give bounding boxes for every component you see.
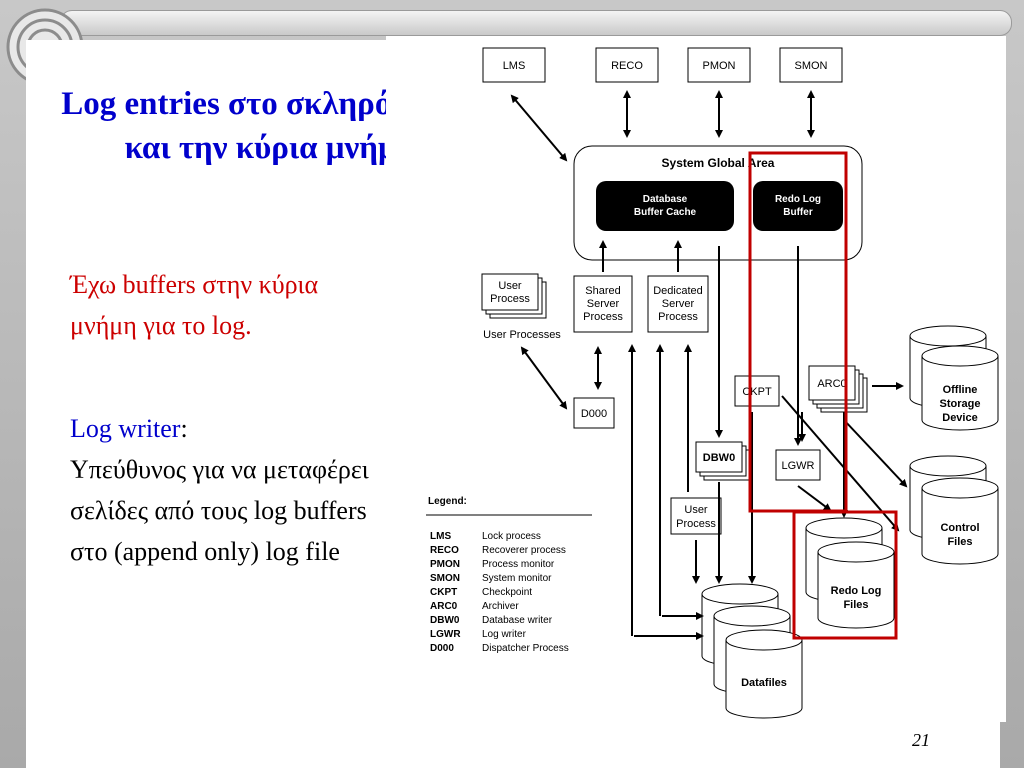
legend-desc: Process monitor: [482, 559, 555, 570]
dbw0-stack: DBW0: [695, 441, 751, 481]
svg-text:ARC0: ARC0: [817, 378, 846, 390]
legend-title: Legend:: [428, 496, 467, 507]
page-number: 21: [912, 730, 930, 750]
svg-text:Server: Server: [587, 298, 620, 310]
svg-text:Process: Process: [583, 311, 623, 323]
svg-text:Buffer Cache: Buffer Cache: [634, 207, 697, 218]
legend-abbr: CKPT: [430, 587, 457, 598]
datafiles-cylinder: Datafiles: [701, 583, 803, 719]
legend-abbr: SMON: [430, 573, 460, 584]
svg-text:Process: Process: [676, 518, 716, 530]
arc0-stack: ARC0: [808, 365, 868, 413]
svg-text:RECO: RECO: [611, 60, 643, 72]
oracle-architecture-diagram: LMS RECO PMON SMON System Global Area Da…: [386, 36, 1006, 722]
control-files-cylinder: Control Files: [909, 455, 999, 565]
svg-text:LGWR: LGWR: [782, 460, 815, 472]
legend-abbr: ARC0: [430, 601, 458, 612]
ckpt-box: CKPT: [734, 375, 780, 407]
svg-text:Offline: Offline: [943, 384, 978, 396]
log-writer-term: Log writer: [70, 414, 181, 443]
d000-box: D000: [573, 397, 615, 429]
svg-text:User: User: [684, 504, 708, 516]
legend-abbr: PMON: [430, 559, 460, 570]
legend-desc: Dispatcher Process: [482, 643, 569, 654]
flow-arrows: [520, 240, 908, 636]
redo-log-buffer: Redo Log Buffer: [753, 181, 843, 231]
log-writer-colon: :: [180, 414, 188, 443]
lgwr-box: LGWR: [775, 449, 821, 481]
lms-box: LMS: [482, 47, 546, 83]
reco-box: RECO: [595, 47, 659, 83]
svg-text:SMON: SMON: [795, 60, 828, 72]
svg-text:Redo Log: Redo Log: [831, 585, 882, 597]
dedicated-server-box: Dedicated Server Process: [647, 275, 709, 333]
svg-text:Database: Database: [643, 194, 688, 205]
svg-text:Buffer: Buffer: [783, 207, 813, 218]
top-arrows: [510, 90, 815, 162]
svg-text:Process: Process: [658, 311, 698, 323]
svg-text:Files: Files: [843, 599, 868, 611]
svg-text:CKPT: CKPT: [742, 386, 772, 398]
smon-box: SMON: [779, 47, 843, 83]
svg-text:Server: Server: [662, 298, 695, 310]
log-writer-paragraph: Log writer: Υπεύθυνος για να μεταφέρει σε…: [70, 408, 370, 572]
svg-text:Device: Device: [942, 412, 977, 424]
svg-text:PMON: PMON: [703, 60, 736, 72]
legend-desc: Log writer: [482, 629, 527, 640]
legend-desc: Database writer: [482, 615, 553, 626]
buffers-paragraph: Έχω buffers στην κύρια μνήμη για το log.: [70, 270, 319, 340]
svg-text:User: User: [498, 280, 522, 292]
legend-abbr: D000: [430, 643, 454, 654]
svg-text:Redo Log: Redo Log: [775, 194, 821, 205]
offline-storage-cylinder: Offline Storage Device: [909, 325, 999, 431]
sga-label: System Global Area: [662, 156, 775, 170]
legend-abbr: DBW0: [430, 615, 460, 626]
svg-text:Datafiles: Datafiles: [741, 677, 787, 689]
redo-log-files-cylinder: Redo Log Files: [805, 517, 895, 629]
user-processes-label: User Processes: [483, 329, 561, 341]
legend-desc: Checkpoint: [482, 587, 532, 598]
decorative-top-bar: [60, 10, 1012, 36]
svg-text:D000: D000: [581, 408, 607, 420]
pmon-box: PMON: [687, 47, 751, 83]
svg-text:LMS: LMS: [503, 60, 526, 72]
legend-desc: System monitor: [482, 573, 552, 584]
legend-desc: Recoverer process: [482, 545, 566, 556]
user-process-lower-box: User Process: [670, 497, 722, 535]
database-buffer-cache: Database Buffer Cache: [596, 181, 734, 231]
svg-text:Storage: Storage: [940, 398, 981, 410]
svg-text:DBW0: DBW0: [703, 452, 735, 464]
legend-desc: Archiver: [482, 601, 519, 612]
shared-server-box: Shared Server Process: [573, 275, 633, 333]
svg-text:Process: Process: [490, 293, 530, 305]
svg-text:Files: Files: [947, 536, 972, 548]
redo-files-highlight: [792, 510, 898, 640]
svg-text:Control: Control: [940, 522, 979, 534]
log-writer-description: Υπεύθυνος για να μεταφέρει σελίδες από τ…: [70, 455, 369, 566]
legend-abbr: LMS: [430, 531, 451, 542]
legend-abbr: RECO: [430, 545, 459, 556]
user-process-stack: User Process User Processes: [481, 273, 561, 341]
legend-abbr: LGWR: [430, 629, 461, 640]
legend-desc: Lock process: [482, 531, 541, 542]
svg-text:Dedicated: Dedicated: [653, 285, 703, 297]
svg-text:Shared: Shared: [585, 285, 620, 297]
